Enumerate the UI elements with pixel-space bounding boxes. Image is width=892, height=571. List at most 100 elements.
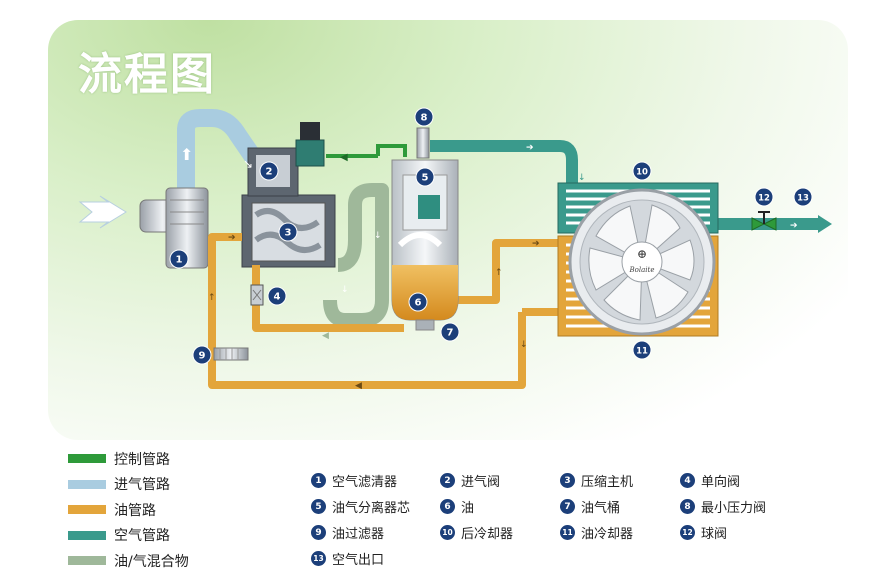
number-badge: 9 — [311, 525, 326, 540]
number-badge: 1 — [311, 473, 326, 488]
component-item: 3 压缩主机 — [560, 471, 633, 490]
component-label: 油气桶 — [581, 501, 621, 516]
svg-text:4: 4 — [274, 292, 281, 303]
svg-text:12: 12 — [758, 194, 770, 204]
svg-text:➔: ➔ — [228, 233, 236, 243]
svg-text:◀: ◀ — [355, 381, 362, 391]
component-label: 空气出口 — [332, 553, 385, 568]
fan-logo-icon: ⊕ — [637, 247, 647, 261]
check-valve — [250, 284, 264, 306]
number-badge: 11 — [560, 525, 575, 540]
component-item: 7 油气桶 — [560, 497, 620, 516]
legend-item: 油管路 — [68, 497, 189, 523]
mixture-pipe — [323, 183, 389, 327]
svg-text:◀: ◀ — [322, 331, 329, 341]
legend-item: 进气管路 — [68, 472, 189, 498]
legend-swatch — [68, 556, 106, 566]
intake-arrow-icon — [78, 195, 127, 229]
svg-text:↑: ↑ — [208, 293, 216, 303]
svg-text:9: 9 — [199, 351, 206, 362]
number-badge: 3 — [560, 473, 575, 488]
component-label: 油气分离器芯 — [332, 501, 411, 516]
number-badge: 13 — [311, 551, 326, 566]
number-badge: 8 — [680, 499, 695, 514]
component-label: 空气滤清器 — [332, 475, 398, 490]
svg-text:2: 2 — [266, 167, 273, 178]
diagram-badge: 7 — [440, 322, 460, 342]
legend-label: 空气管路 — [114, 528, 170, 545]
legend-label: 油/气混合物 — [114, 553, 189, 570]
intake-pipe — [177, 109, 271, 204]
legend-item: 油/气混合物 — [68, 548, 189, 571]
diagram-badge: 9 — [192, 345, 212, 365]
diagram-badge: 3 — [278, 222, 298, 242]
number-badge: 12 — [680, 525, 695, 540]
svg-text:5: 5 — [422, 173, 429, 184]
legend-swatch — [68, 479, 106, 489]
pipe-legend: 控制管路 进气管路 油管路 空气管路 油/气混合物 — [68, 446, 189, 571]
component-item: 12 球阀 — [680, 523, 727, 542]
svg-text:10: 10 — [636, 168, 648, 178]
svg-text:➔: ➔ — [790, 221, 798, 231]
component-label: 最小压力阀 — [701, 501, 767, 516]
svg-text:➔: ➔ — [526, 143, 534, 153]
legend-item: 控制管路 — [68, 446, 189, 472]
diagram-badge: 6 — [408, 292, 428, 312]
flow-diagram: ◀ — [78, 107, 832, 391]
svg-text:7: 7 — [447, 328, 454, 339]
component-label: 单向阀 — [701, 475, 741, 490]
number-badge: 7 — [560, 499, 575, 514]
control-pipe — [376, 144, 407, 157]
svg-text:⬆: ⬆ — [180, 145, 193, 164]
svg-text:↓: ↓ — [520, 340, 528, 350]
svg-text:6: 6 — [415, 298, 422, 309]
fan-logo-text: Bolaite — [629, 266, 655, 274]
svg-text:3: 3 — [285, 228, 292, 239]
diagram-badge: 10 — [632, 161, 652, 181]
component-label: 压缩主机 — [581, 475, 634, 490]
component-label: 后冷却器 — [461, 527, 514, 542]
component-label: 油 — [461, 501, 475, 516]
number-badge: 10 — [440, 525, 455, 540]
air-outlet-arrow-icon — [818, 215, 832, 233]
svg-text:↑: ↑ — [495, 268, 503, 278]
svg-text:11: 11 — [636, 347, 648, 357]
air-filter — [139, 187, 209, 269]
svg-text:1: 1 — [176, 255, 183, 266]
legend-swatch — [68, 454, 106, 464]
component-item: 13 空气出口 — [311, 549, 384, 568]
min-pressure-valve — [416, 127, 430, 159]
solenoid-valve — [295, 122, 325, 167]
component-item: 9 油过滤器 — [311, 523, 384, 542]
cooling-fan: ⊕ Bolaite — [568, 188, 716, 336]
svg-text:8: 8 — [421, 113, 428, 124]
legend-swatch — [68, 505, 106, 515]
svg-text:↓: ↓ — [341, 285, 349, 295]
svg-text:➔: ➔ — [532, 239, 540, 249]
component-label: 油过滤器 — [332, 527, 385, 542]
svg-text:↘: ↘ — [243, 157, 253, 171]
diagram-badges: 1 2 3 4 5 6 7 8 9 10 11 12 13 — [169, 107, 813, 365]
component-item: 1 空气滤清器 — [311, 471, 397, 490]
svg-text:↓: ↓ — [374, 231, 382, 241]
diagram-badge: 1 — [169, 249, 189, 269]
svg-text:13: 13 — [797, 194, 809, 204]
component-label: 油冷却器 — [581, 527, 634, 542]
number-badge: 2 — [440, 473, 455, 488]
component-label: 球阀 — [701, 527, 728, 542]
separator-tank — [391, 159, 459, 331]
legend-label: 进气管路 — [114, 477, 170, 494]
diagram-badge: 12 — [754, 187, 774, 207]
page-title: 流程图 — [78, 49, 216, 100]
diagram-badge: 8 — [414, 107, 434, 127]
diagram-badge: 4 — [267, 286, 287, 306]
diagram-badge: 2 — [259, 161, 279, 181]
diagram-badge: 13 — [793, 187, 813, 207]
oil-pipes — [208, 233, 560, 389]
component-item: 10 后冷却器 — [440, 523, 513, 542]
diagram-badge: 11 — [632, 340, 652, 360]
